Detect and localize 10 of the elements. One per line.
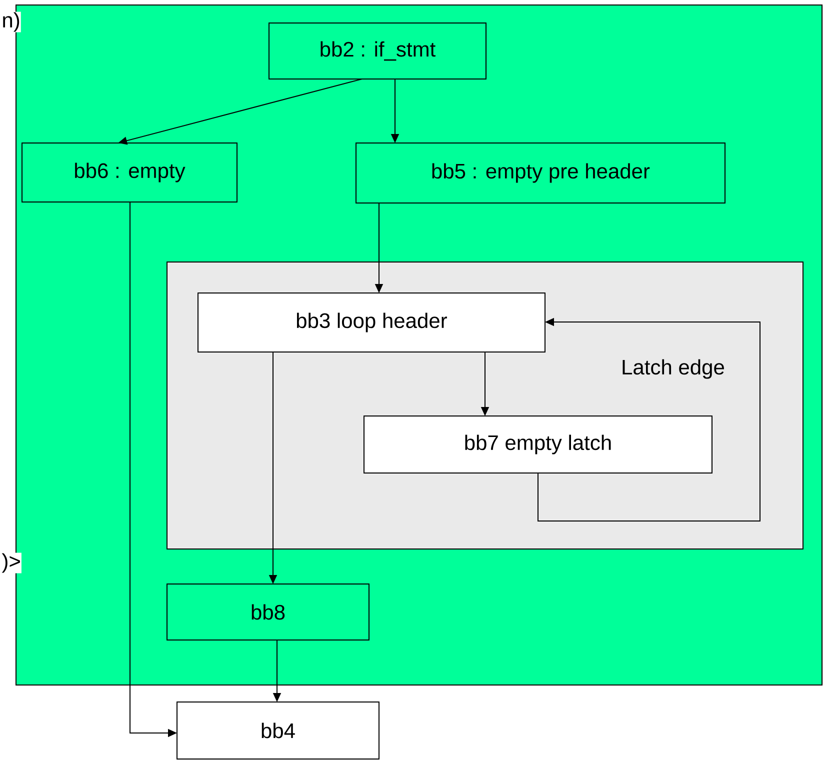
cut-off-text: )>	[1, 552, 22, 574]
process-box: bb8	[166, 584, 370, 640]
process-box: bb5 : empty pre header	[356, 142, 726, 204]
process-box: bb7 empty latch	[364, 416, 712, 474]
process-box: bb3 loop header	[198, 292, 546, 352]
process-box: bb4	[176, 702, 380, 760]
process-box: bb6 : empty	[22, 142, 238, 202]
cut-off-text: n)	[1, 12, 21, 32]
process-box: bb2 : if_stmt	[268, 22, 486, 80]
edge-label: Latch edge	[620, 358, 726, 380]
